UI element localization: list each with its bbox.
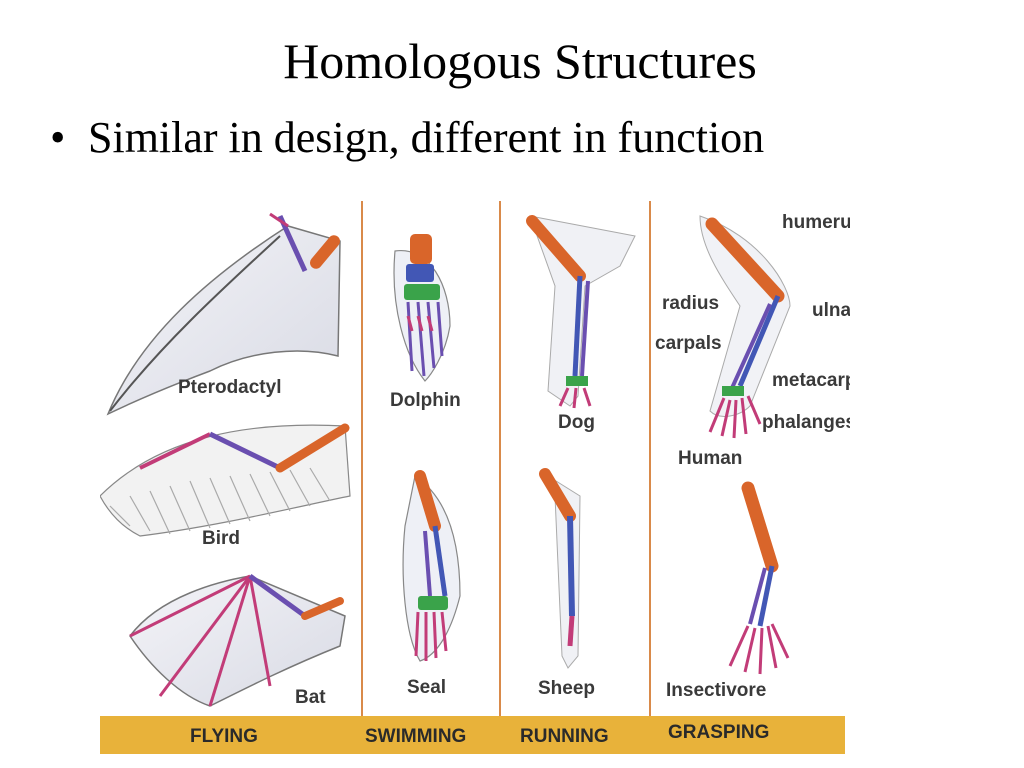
label-carpals: carpals — [655, 333, 722, 354]
bullet-point: • Similar in design, different in functio… — [50, 112, 764, 163]
label-dog: Dog — [558, 412, 595, 433]
sheep-limb-illustration — [539, 468, 581, 669]
label-dolphin: Dolphin — [390, 390, 461, 411]
label-radius: radius — [662, 293, 719, 314]
label-metacarpals: metacarpals — [772, 370, 850, 391]
pterodactyl-wing-illustration — [106, 212, 341, 416]
seal-flipper-illustration — [402, 470, 461, 662]
insectivore-limb-illustration — [728, 481, 790, 675]
label-bird: Bird — [202, 528, 240, 549]
label-seal: Seal — [407, 677, 446, 698]
label-bat: Bat — [295, 687, 326, 708]
bat-wing-illustration — [129, 573, 346, 707]
bullet-text: Similar in design, different in function — [88, 113, 765, 162]
label-human: Human — [678, 448, 742, 469]
bird-wing-illustration — [100, 423, 351, 537]
label-insectivore: Insectivore — [666, 680, 766, 701]
label-ulna: ulna — [812, 300, 850, 321]
category-bar — [100, 716, 845, 754]
homologous-limbs-figure: Pterodactyl Bird Bat Dolphin Seal — [100, 196, 850, 758]
category-swimming: SWIMMING — [365, 726, 466, 747]
label-sheep: Sheep — [538, 678, 595, 699]
category-running: RUNNING — [520, 726, 609, 747]
slide-title: Homologous Structures — [283, 33, 757, 89]
dolphin-flipper-illustration — [393, 234, 451, 382]
dog-limb-illustration — [526, 215, 636, 409]
bullet-marker: • — [50, 113, 66, 162]
category-flying: FLYING — [190, 726, 258, 747]
label-humerus: humerus — [782, 212, 850, 233]
label-pterodactyl: Pterodactyl — [178, 377, 281, 398]
human-arm-illustration — [699, 215, 791, 439]
label-phalanges: phalanges — [762, 412, 850, 433]
category-grasping: GRASPING — [668, 722, 769, 743]
